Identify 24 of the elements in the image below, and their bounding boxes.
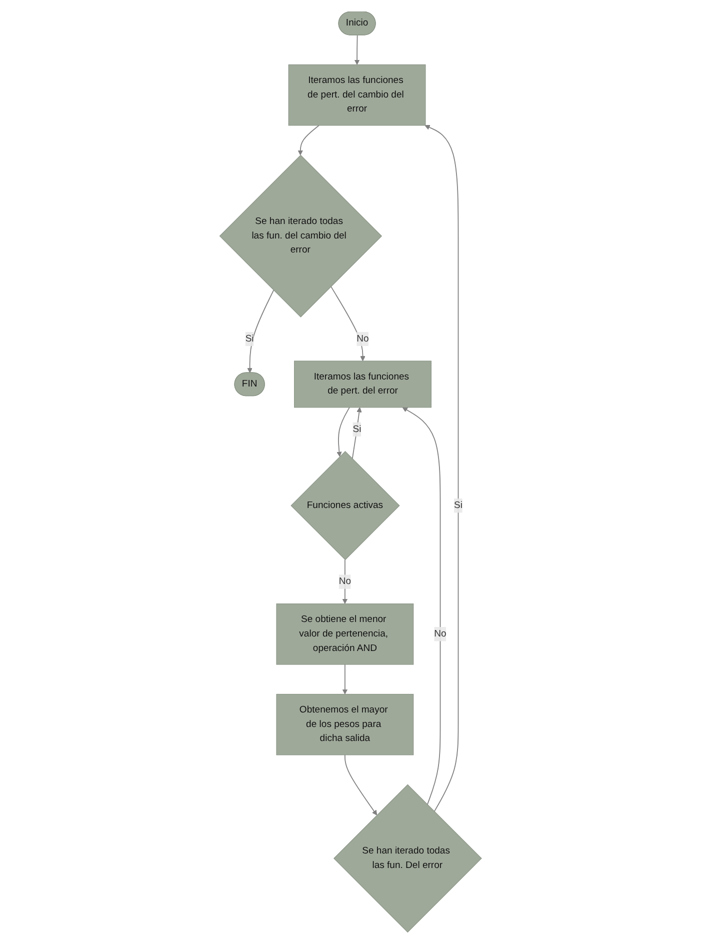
node-box: Iteramos las funciones de pert. del cambio del error bbox=[288, 64, 426, 126]
arrow bbox=[248, 289, 274, 373]
arrow bbox=[298, 124, 320, 155]
node-diamond: Funciones activas bbox=[291, 450, 400, 560]
arrow bbox=[342, 664, 348, 694]
node-diamond: Se han iterado todas las fun. Del error bbox=[334, 784, 482, 932]
edge-label: Si bbox=[246, 333, 254, 344]
edge-label: No bbox=[339, 576, 352, 586]
arrow bbox=[342, 558, 348, 604]
arrow bbox=[402, 406, 442, 805]
edge-label: Si bbox=[353, 424, 362, 434]
node-box: Se obtiene el menor valor de pertenencia, operación AND bbox=[276, 603, 414, 664]
edge-label: No bbox=[357, 333, 370, 344]
edge-label: Si bbox=[454, 500, 463, 510]
arrow bbox=[344, 754, 378, 815]
node-box: Obtenemos el mayor de los pesos para dicha salida bbox=[276, 693, 414, 755]
edge-label: No bbox=[434, 628, 447, 638]
arrow bbox=[425, 124, 460, 812]
node-box: Iteramos las funciones de pert. del error bbox=[294, 360, 432, 408]
arrow bbox=[330, 286, 366, 361]
arrow bbox=[352, 406, 362, 459]
arrow bbox=[354, 34, 360, 64]
node-diamond: Se han iterado todas las fun. del cambio del error bbox=[220, 154, 382, 317]
arrow bbox=[337, 406, 350, 456]
